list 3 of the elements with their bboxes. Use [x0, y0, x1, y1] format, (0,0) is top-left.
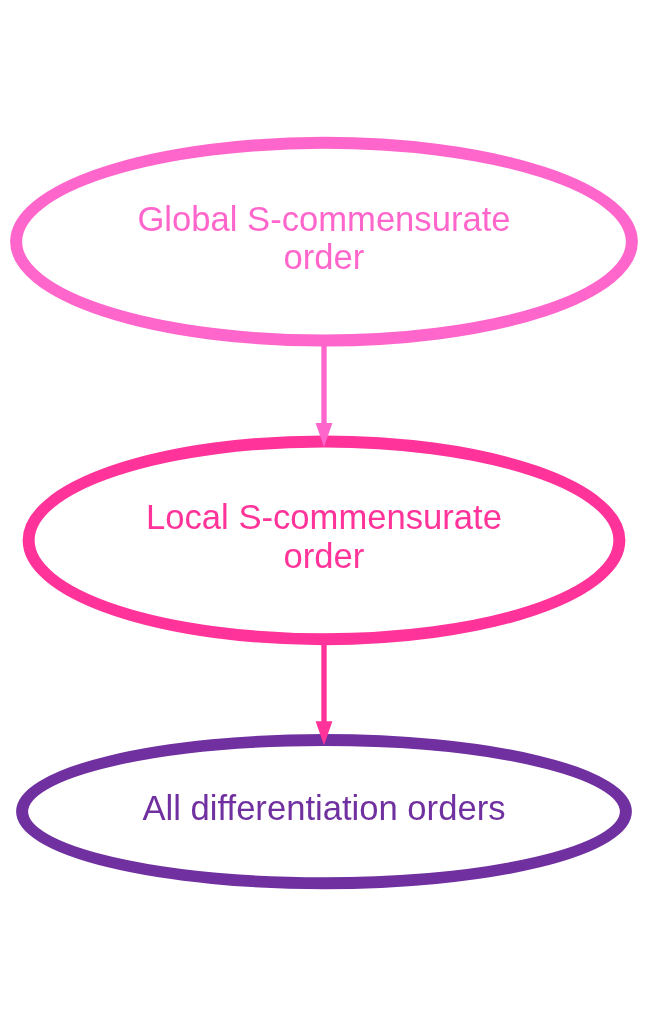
node-ellipse: All differentiation orders	[16, 733, 632, 889]
node-ellipse: Global S-commensurate order	[10, 136, 638, 347]
node-ellipse: Local S-commensurate order	[22, 434, 626, 645]
